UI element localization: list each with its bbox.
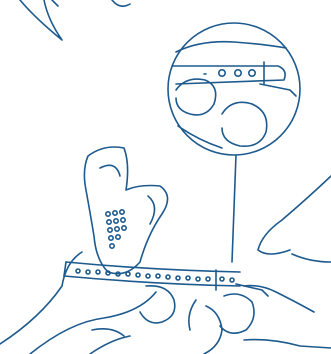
strap-hole-icon <box>219 70 225 76</box>
right-hand <box>189 176 331 354</box>
strap-hole-icon <box>235 70 241 76</box>
magnifier-detail <box>168 23 300 262</box>
watch-strap <box>64 262 268 296</box>
strap-hole-icon <box>249 70 255 76</box>
watch-body <box>84 147 167 274</box>
previous-step-fragment <box>20 0 130 40</box>
sensor-dots-icon <box>106 210 126 248</box>
left-hand <box>0 252 175 354</box>
